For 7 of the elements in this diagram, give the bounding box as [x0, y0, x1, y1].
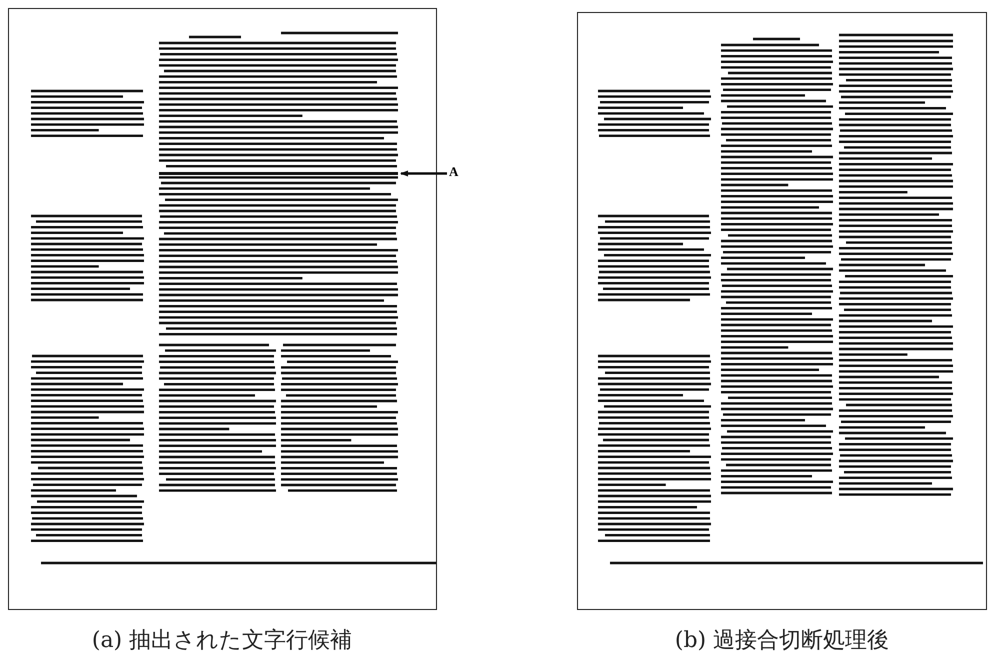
page-frame	[577, 12, 987, 610]
node-label: (b) 過接合切断処理後	[674, 627, 890, 655]
page-frame	[8, 8, 437, 610]
node-label: (a) 抽出された文字行候補	[92, 627, 352, 655]
text-line	[159, 172, 398, 175]
callout-letter: A	[449, 164, 458, 180]
arrow	[400, 170, 447, 176]
